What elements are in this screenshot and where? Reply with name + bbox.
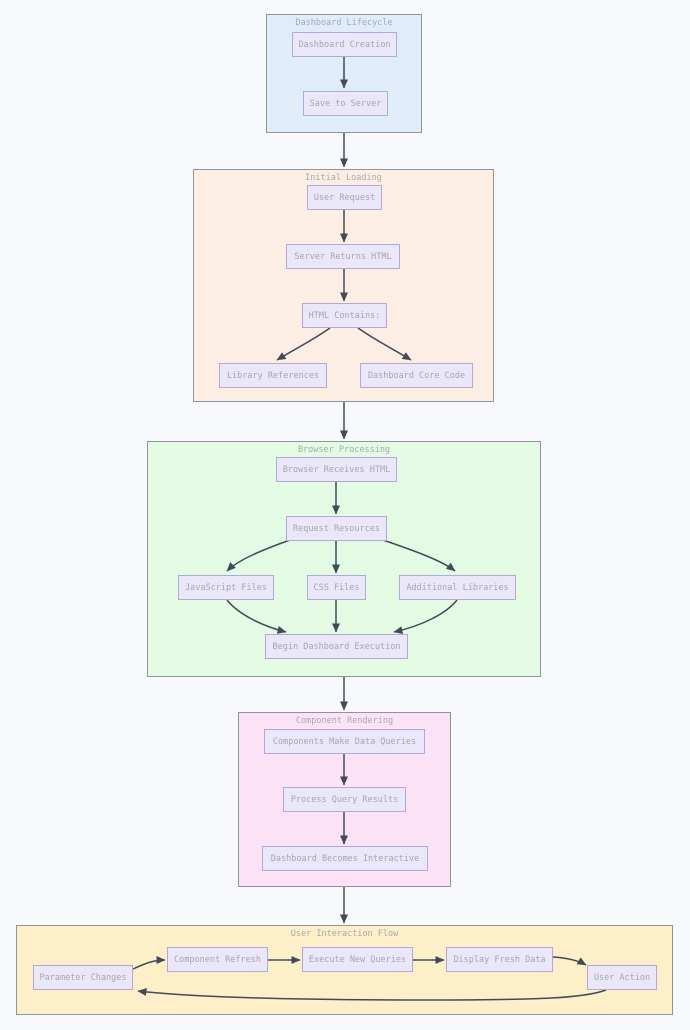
node-css-files: CSS Files <box>307 575 366 600</box>
node-user-action: User Action <box>587 965 657 990</box>
cluster-title-dashboard-lifecycle: Dashboard Lifecycle <box>295 18 393 28</box>
cluster-title-browser-processing: Browser Processing <box>297 445 391 455</box>
edge-additional-libraries-to-begin-execution <box>393 599 458 635</box>
node-library-references: Library References <box>219 363 327 388</box>
node-browser-receives-html: Browser Receives HTML <box>276 457 397 482</box>
edge-html-contains-to-dashboard-core-code <box>357 327 412 361</box>
node-additional-libraries: Additional Libraries <box>399 575 516 600</box>
node-dashboard-becomes-interactive: Dashboard Becomes Interactive <box>262 846 428 871</box>
node-save-to-server: Save to Server <box>303 91 388 116</box>
cluster-title-component-rendering: Component Rendering <box>295 716 394 726</box>
node-user-request: User Request <box>307 185 382 210</box>
node-dashboard-creation: Dashboard Creation <box>292 32 397 57</box>
node-process-query-results: Process Query Results <box>283 787 406 812</box>
node-components-make-data-queries: Components Make Data Queries <box>264 729 425 754</box>
edge-request-resources-to-javascript-files <box>226 539 291 572</box>
node-html-contains: HTML Contains: <box>302 303 387 328</box>
node-begin-dashboard-execution: Begin Dashboard Execution <box>265 634 408 659</box>
edge-user-action-to-parameter-changes <box>137 987 607 1001</box>
node-display-fresh-data: Display Fresh Data <box>446 947 553 972</box>
node-parameter-changes: Parameter Changes <box>33 965 133 990</box>
node-execute-new-queries: Execute New Queries <box>302 947 413 972</box>
edge-display-data-to-user-action <box>552 956 587 966</box>
node-server-returns-html: Server Returns HTML <box>286 244 400 269</box>
edge-javascript-files-to-begin-execution <box>226 599 287 634</box>
node-request-resources: Request Resources <box>286 516 387 541</box>
cluster-title-user-interaction-flow: User Interaction Flow <box>290 929 399 939</box>
node-component-refresh: Component Refresh <box>167 947 268 972</box>
edge-request-resources-to-additional-libraries <box>382 539 456 572</box>
edge-html-contains-to-library-references <box>276 327 331 361</box>
edge-parameter-changes-to-component-refresh <box>132 956 166 970</box>
node-javascript-files: JavaScript Files <box>178 575 274 600</box>
node-dashboard-core-code: Dashboard Core Code <box>360 363 473 388</box>
cluster-title-initial-loading: Initial Loading <box>305 173 382 183</box>
